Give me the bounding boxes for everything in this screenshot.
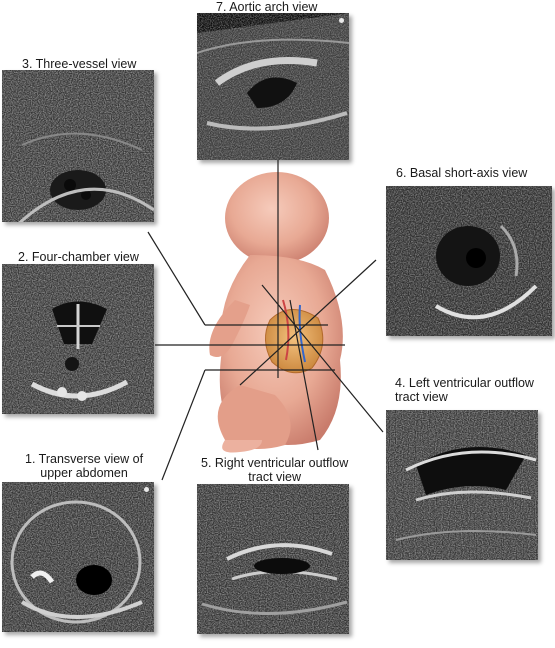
- plane-three-vessel-pointer: [147, 231, 206, 326]
- ultrasound-basal-short-axis: [386, 186, 552, 336]
- label-upper-abdomen-view: 1. Transverse view of upper abdomen: [25, 452, 144, 480]
- ultrasound-aortic-arch: [197, 13, 349, 160]
- label-lvot-view: 4. Left ventricular outflow tract view: [395, 376, 534, 404]
- label-aortic-arch-view: 7. Aortic arch view: [216, 0, 318, 14]
- fetus-leg: [217, 385, 291, 449]
- ultrasound-upper-abdomen: [2, 482, 154, 632]
- label-basal-short-axis-view: 6. Basal short-axis view: [396, 166, 528, 180]
- ultrasound-rvot: [197, 484, 349, 634]
- fetus-head: [225, 172, 329, 264]
- plane-upper-abdomen-pointer: [161, 369, 206, 481]
- ultrasound-four-chamber: [2, 264, 154, 414]
- ultrasound-three-vessel: [2, 70, 154, 222]
- plane-lvot: [261, 284, 384, 433]
- four-chamber-scan: [2, 264, 154, 414]
- scan-plane-lines: [147, 160, 384, 481]
- probe-marker-icon: [339, 18, 344, 23]
- plane-rvot: [289, 299, 319, 451]
- fetus-arm: [209, 300, 250, 358]
- basal-short-axis-scan: [386, 186, 552, 336]
- label-four-chamber-view: 2. Four-chamber view: [18, 250, 139, 264]
- three-vessel-scan: [2, 70, 154, 222]
- label-rvot-view: 5. Right ventricular outflow tract view: [201, 456, 349, 484]
- plane-basal-short-axis: [239, 259, 377, 386]
- fetus-foot: [222, 440, 262, 453]
- label-three-vessel-view: 3. Three-vessel view: [22, 57, 137, 71]
- probe-marker-icon: [144, 487, 149, 492]
- rvot-scan: [197, 484, 349, 634]
- upper-abdomen-scan: [2, 482, 154, 632]
- ultrasound-lvot: [386, 410, 538, 560]
- lvot-scan: [386, 410, 538, 560]
- aortic-arch-scan: [197, 13, 349, 160]
